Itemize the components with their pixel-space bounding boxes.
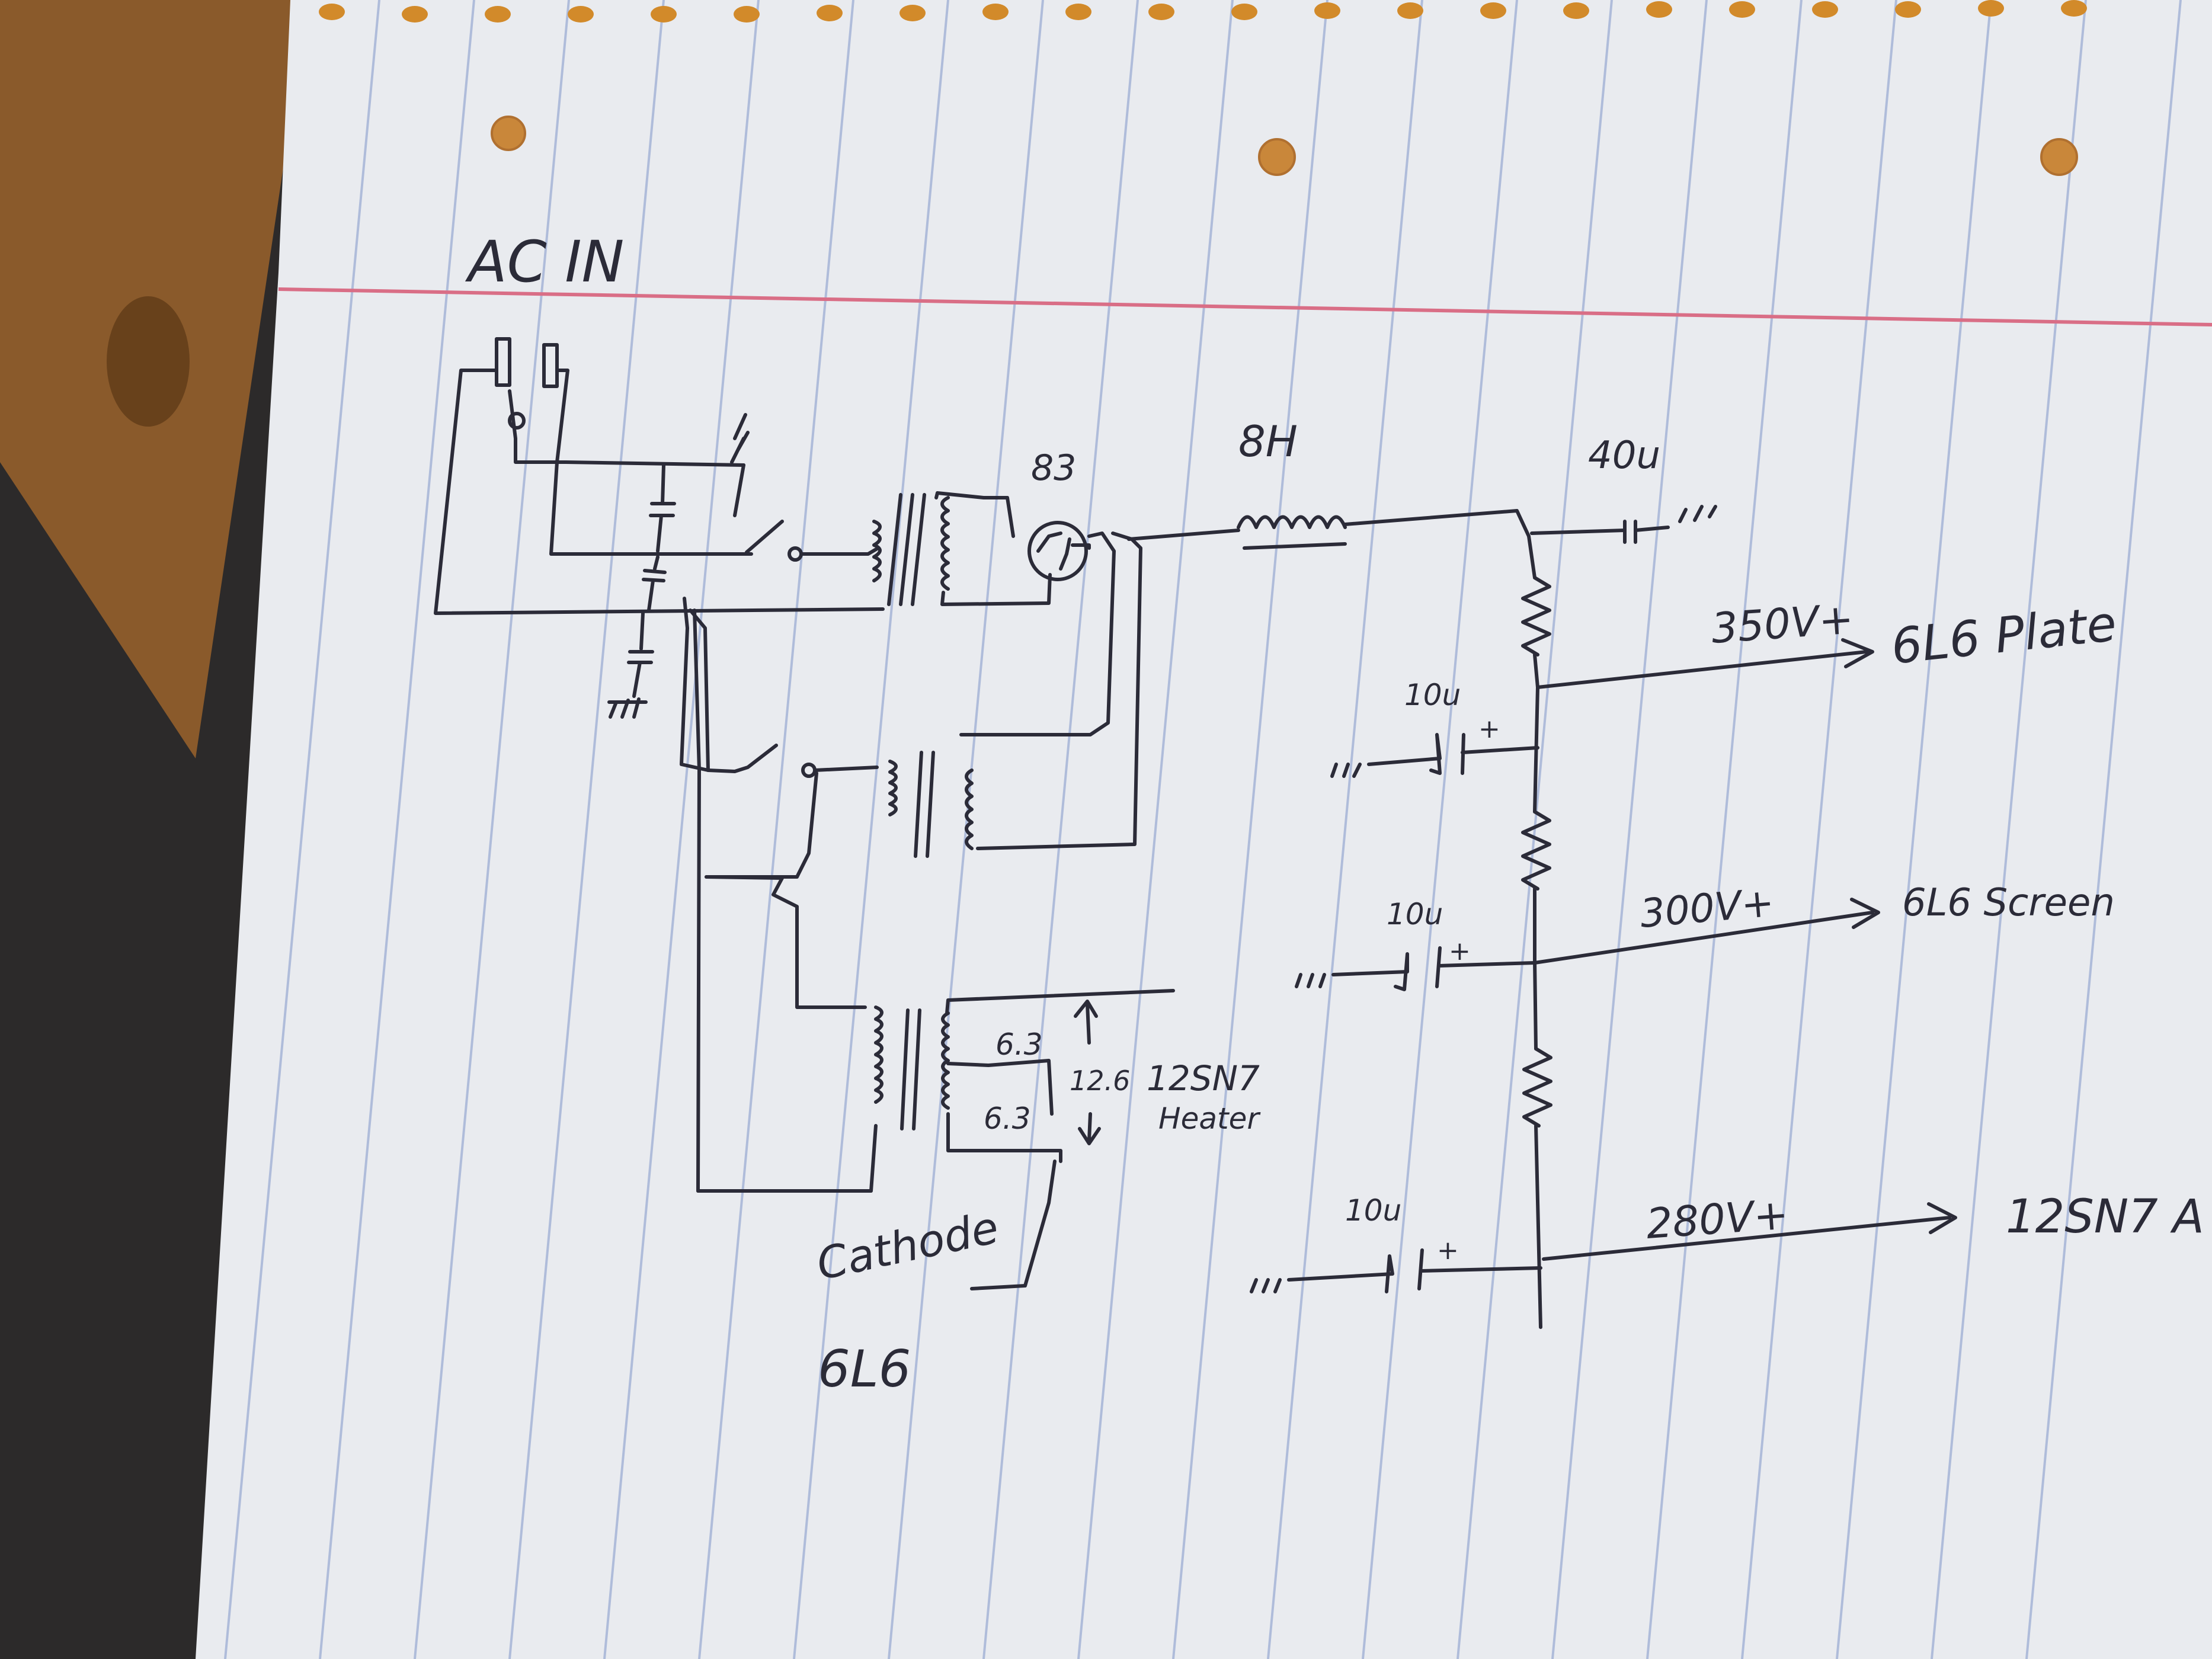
schematic-title: AC IN (465, 229, 624, 295)
tap-label-b: 6.3 (984, 1101, 1031, 1136)
output-destination-screen: 6L6 Screen (1902, 881, 2115, 925)
desk-stain (107, 296, 190, 427)
cap1-plus: + (1478, 714, 1500, 744)
heater-tube-label: 12SN7 (1147, 1058, 1260, 1098)
cap3-plus: + (1437, 1235, 1459, 1266)
rectifier-label: 83 (1031, 447, 1076, 489)
punch-hole (491, 116, 526, 151)
punch-hole (1258, 138, 1296, 176)
cathode-tube-label: 6L6 (818, 1340, 911, 1399)
ac-plug-prong (542, 343, 559, 388)
output-voltage-350: 350V+ (1710, 594, 1855, 653)
output-voltage-280: 280V+ (1644, 1190, 1790, 1248)
resistor-3 (1522, 1047, 1552, 1128)
ac-plug-prong (495, 337, 511, 387)
spiral-binding (319, 0, 2087, 23)
choke-label: 8H (1238, 417, 1298, 466)
notebook-page (196, 0, 2212, 1659)
cap3-label: 10u (1345, 1193, 1401, 1228)
output-destination-12sn7: 12SN7 A (2006, 1190, 2204, 1244)
cap2-plus: + (1449, 936, 1471, 966)
rectifier-tube (1027, 521, 1088, 581)
resistor-2 (1521, 810, 1551, 891)
choke-coil (1237, 515, 1347, 529)
resistor-1 (1521, 576, 1551, 656)
heater-word-label: Heater (1158, 1101, 1261, 1136)
red-margin-line (278, 287, 2212, 326)
heater-volts-label: 12.6 (1070, 1065, 1130, 1097)
schematic-wiring (434, 337, 1957, 1329)
punch-hole (2040, 138, 2078, 176)
tap-label-a: 6.3 (995, 1027, 1043, 1062)
cap1-label: 10u (1404, 678, 1461, 712)
input-cap-label: 40u (1588, 434, 1660, 478)
cap2-label: 10u (1387, 897, 1443, 931)
